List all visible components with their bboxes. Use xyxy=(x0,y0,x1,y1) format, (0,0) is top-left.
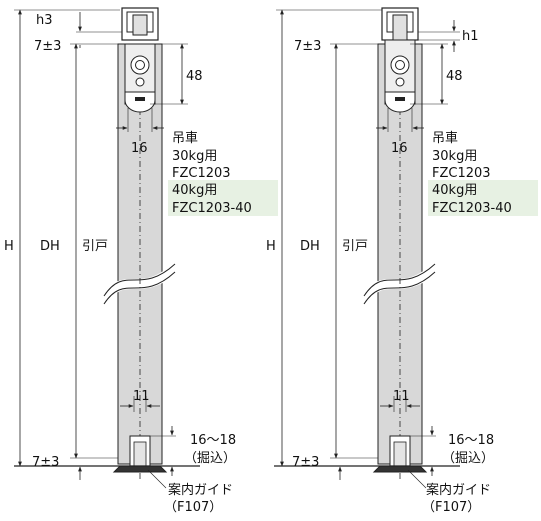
top-tolerance-label: 7±3 xyxy=(294,39,321,54)
groove-note-label: （掘込） xyxy=(442,451,494,466)
roller-title: 吊車 xyxy=(172,131,198,146)
break-line xyxy=(359,264,439,303)
dh-dimension-label: DH xyxy=(40,239,60,254)
top-tolerance-label: 7±3 xyxy=(34,39,61,54)
roller-30-model: FZC1203 xyxy=(172,166,231,181)
roller-30-spec: 30kg用 xyxy=(432,149,477,164)
groove-range-label: 16～18 xyxy=(448,433,494,448)
roller-40-model: FZC1203-40 xyxy=(172,201,252,216)
roller-40-model: FZC1203-40 xyxy=(432,201,512,216)
roller-40-spec: 40kg用 xyxy=(172,183,217,198)
guide-width-label: 11 xyxy=(393,389,410,404)
roller-30-model: FZC1203 xyxy=(432,166,491,181)
guide-name-label: 案内ガイド xyxy=(426,482,491,498)
door-label: 引戸 xyxy=(82,239,108,254)
break-line xyxy=(99,264,179,303)
h-dimension-label: H xyxy=(4,239,14,254)
roller-height-label: 48 xyxy=(446,69,463,84)
left-view: H DH 引戸 h3 7±3 48 16 吊車 30kg用 FZC1203 40… xyxy=(4,7,278,515)
bottom-tolerance-label: 7±3 xyxy=(292,455,319,470)
guide-width-label: 11 xyxy=(133,389,150,404)
roller-30-spec: 30kg用 xyxy=(172,149,217,164)
clearance-label: h1 xyxy=(462,29,479,44)
groove-note-label: （掘込） xyxy=(184,451,236,466)
door-label: 引戸 xyxy=(342,239,368,254)
hanger-width-label: 16 xyxy=(391,141,408,156)
clearance-label: h3 xyxy=(36,13,53,28)
right-view: H DH 引戸 h1 7±3 48 16 吊車 30kg用 FZC1203 40… xyxy=(266,7,538,515)
groove-range-label: 16～18 xyxy=(190,433,236,448)
roller-title: 吊車 xyxy=(432,131,458,146)
dh-dimension-label: DH xyxy=(300,239,320,254)
roller-height-label: 48 xyxy=(186,69,203,84)
guide-name-label: 案内ガイド xyxy=(168,482,233,498)
roller-40-spec: 40kg用 xyxy=(432,183,477,198)
hanger-width-label: 16 xyxy=(131,141,148,156)
bottom-tolerance-label: 7±3 xyxy=(32,455,59,470)
h-dimension-label: H xyxy=(266,239,276,254)
guide-model-label: （F107） xyxy=(164,500,222,515)
guide-model-label: （F107） xyxy=(422,500,480,515)
